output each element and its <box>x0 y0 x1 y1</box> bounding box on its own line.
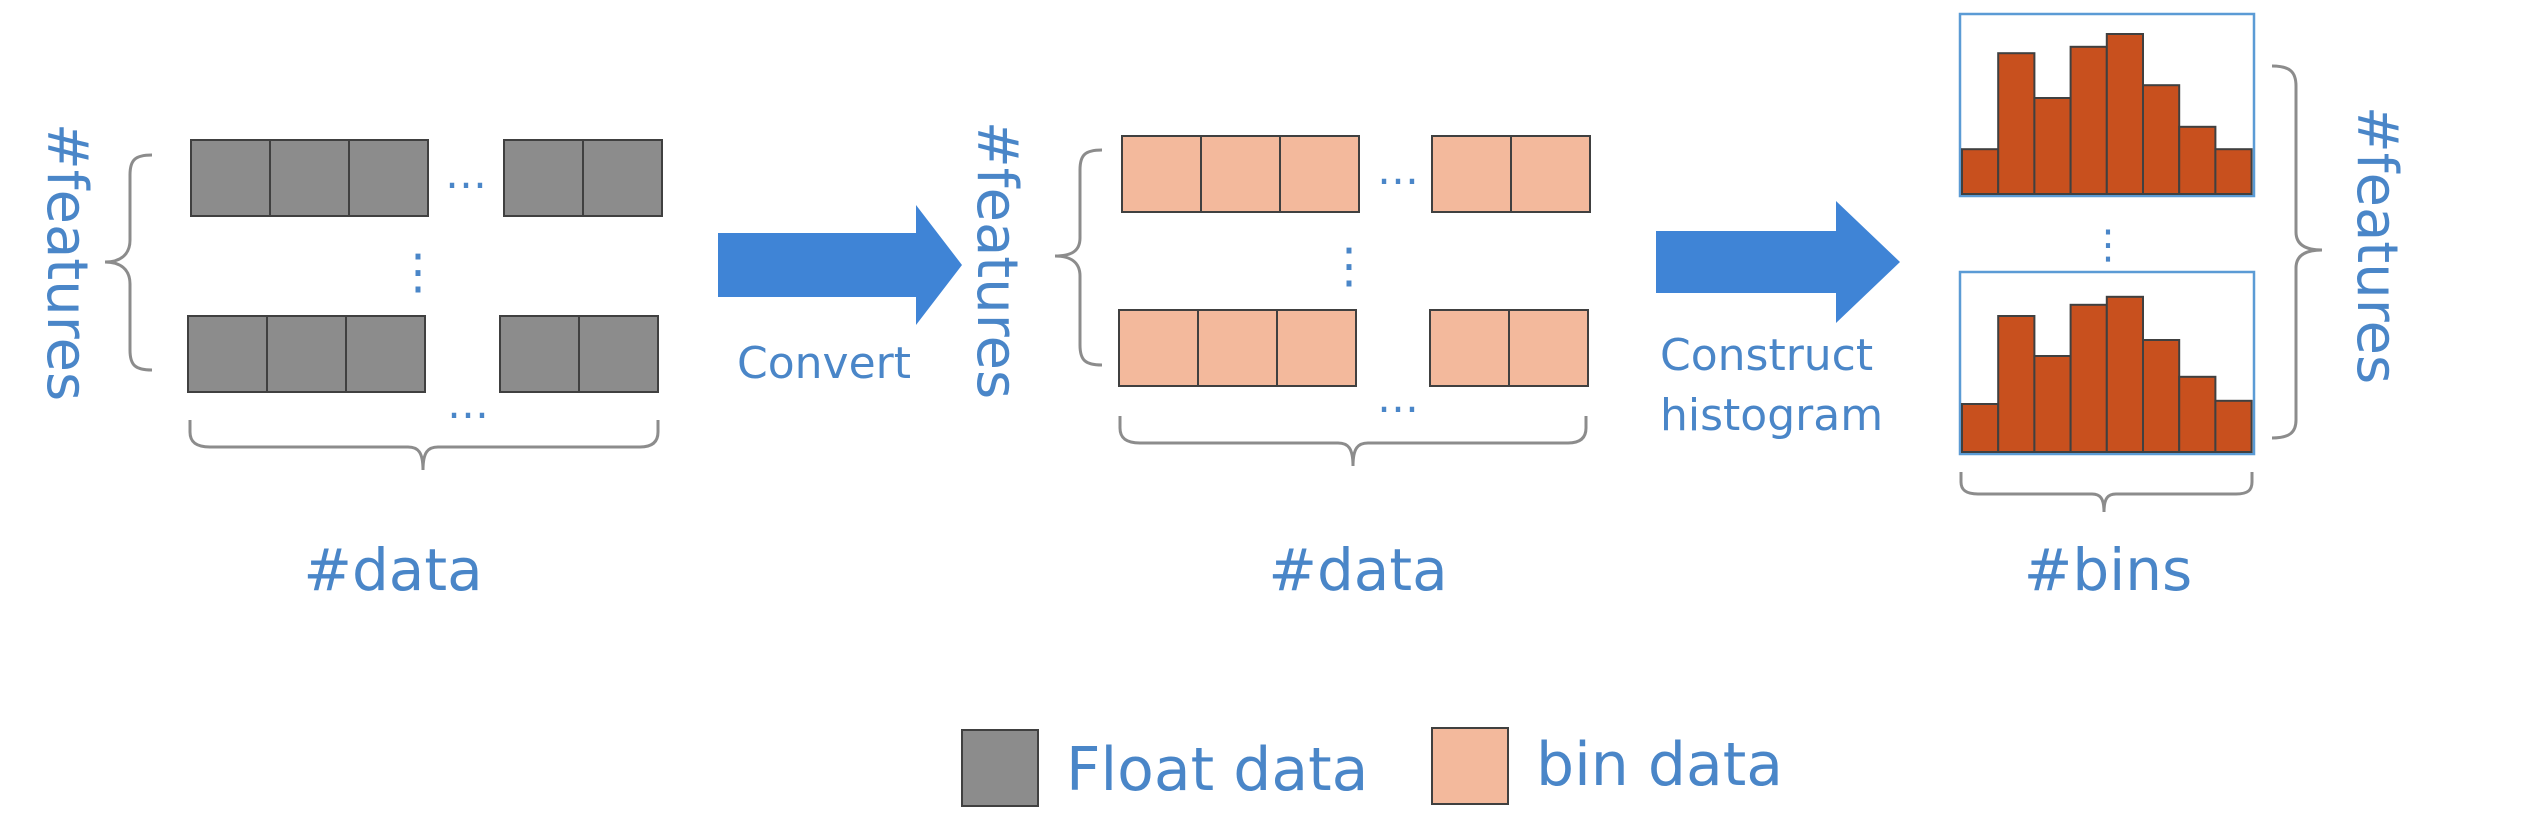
histogram-bar <box>1997 315 2036 453</box>
histogram-bar <box>2178 375 2217 453</box>
convert-arrow: Convert <box>718 205 962 389</box>
histogram-bar <box>2178 125 2217 195</box>
bin-cell <box>1508 309 1589 387</box>
convert-label: Convert <box>737 338 911 389</box>
legend-bin-swatch <box>1431 727 1509 805</box>
bin-cell <box>1200 135 1281 213</box>
histogram-bar <box>2214 148 2253 195</box>
data-label-middle: #data <box>1268 536 1447 604</box>
bin-cell <box>1121 135 1202 213</box>
float-matrix-panel: #features … ⋮ … #data <box>34 123 663 604</box>
column-vdots: ⋮ <box>1325 238 1373 294</box>
histogram-bar <box>2069 303 2108 453</box>
features-label-middle: #features <box>964 121 1029 399</box>
float-cell <box>187 315 268 393</box>
bin-matrix-panel: #features … ⋮ … #data <box>964 121 1591 604</box>
bin-cell <box>1431 135 1512 213</box>
features-brace-left <box>104 153 153 372</box>
float-cell <box>269 139 350 217</box>
bins-label: #bins <box>2024 536 2193 604</box>
float-cell <box>348 139 429 217</box>
legend-float-label: Float data <box>1066 735 1368 805</box>
float-cell <box>266 315 347 393</box>
float-cell <box>582 139 663 217</box>
histogram-bar <box>2142 339 2181 453</box>
row-ellipsis: … <box>445 149 487 198</box>
features-brace-right <box>2271 64 2323 440</box>
histogram-top <box>1961 33 2253 196</box>
features-label-right: #features <box>2344 106 2409 384</box>
construct-label-line1: Construct <box>1660 330 1873 381</box>
legend-float-swatch <box>961 729 1039 807</box>
legend-bin-label: bin data <box>1536 730 1783 800</box>
construct-arrow-shape <box>1656 201 1900 323</box>
float-cell <box>499 315 580 393</box>
histogram-frame-top <box>1958 12 2256 198</box>
construct-histogram-arrow: Construct histogram <box>1656 201 1900 441</box>
histogram-bar <box>1997 52 2036 196</box>
histogram-bar <box>1961 403 2000 453</box>
histogram-frame-bottom <box>1958 270 2256 456</box>
histogram-bar <box>2033 97 2072 195</box>
float-cell <box>190 139 271 217</box>
bins-brace <box>1959 472 2254 513</box>
histogram-bar <box>2214 399 2253 453</box>
histogram-bar <box>2105 33 2145 195</box>
histogram-panel: ⋮ #features #bins <box>1958 12 2409 604</box>
histogram-bottom <box>1961 295 2253 453</box>
data-label-left: #data <box>303 536 482 604</box>
histogram-vdots: ⋮ <box>2088 222 2128 268</box>
float-cell <box>578 315 659 393</box>
bin-cell <box>1279 135 1360 213</box>
features-label-left: #features <box>34 123 99 401</box>
row-ellipsis: … <box>1377 145 1419 194</box>
data-brace-middle <box>1118 416 1588 467</box>
histogram-bar <box>2105 295 2145 453</box>
histogram-bar <box>2069 45 2108 195</box>
float-cell <box>345 315 426 393</box>
bottom-ellipsis: … <box>1377 373 1419 422</box>
bin-cell <box>1118 309 1199 387</box>
bin-cell <box>1510 135 1591 213</box>
bottom-ellipsis: … <box>447 379 489 428</box>
legend: Float data bin data <box>961 727 1783 807</box>
column-vdots: ⋮ <box>394 244 442 300</box>
float-cell <box>503 139 584 217</box>
features-brace-middle <box>1054 148 1103 367</box>
construct-label-line2: histogram <box>1660 390 1883 441</box>
histogram-bar <box>2142 84 2181 195</box>
histogram-bar <box>1961 148 2000 195</box>
bin-cell <box>1276 309 1357 387</box>
bin-cell <box>1429 309 1510 387</box>
bin-cell <box>1197 309 1278 387</box>
convert-arrow-shape <box>718 205 962 325</box>
data-brace-left <box>188 420 660 471</box>
histogram-bar <box>2033 355 2072 453</box>
